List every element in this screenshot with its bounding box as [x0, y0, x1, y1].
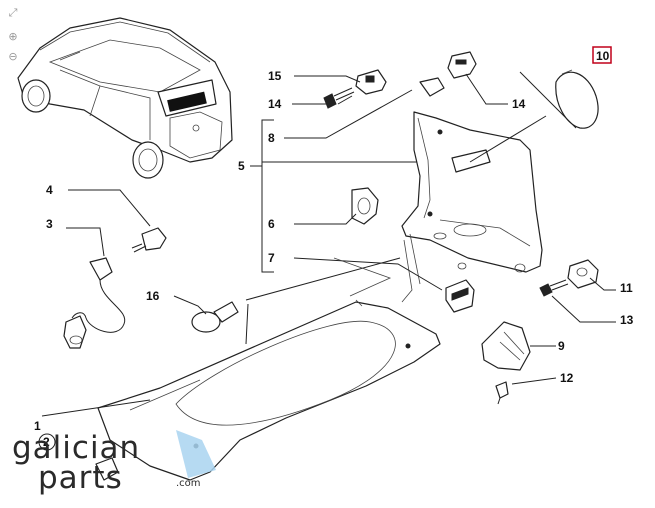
- callout-16: 16: [146, 289, 160, 303]
- callout-12: 12: [560, 371, 574, 385]
- watermark-suffix: .com: [176, 478, 201, 489]
- part-12-screw: 12: [495, 371, 574, 405]
- zoom-out-icon[interactable]: ⊖: [8, 50, 18, 63]
- part-3-lamp-cable: 3: [46, 217, 126, 349]
- bracket-group-5: [250, 119, 420, 273]
- callout-15: 15: [268, 69, 282, 83]
- callout-13: 13: [620, 313, 634, 327]
- callout-10-highlight-box[interactable]: [592, 46, 612, 64]
- car-illustration: [17, 17, 233, 179]
- side-trim-panel: [401, 111, 543, 303]
- part-4-switch: 4: [46, 183, 167, 253]
- part-14-plug-top: 14: [447, 51, 526, 111]
- callout-2: 2: [43, 435, 50, 449]
- part-7-block: 7: [268, 251, 475, 313]
- part-16-push-pin: 16: [146, 289, 239, 333]
- part-13-screw: 13: [539, 279, 634, 327]
- part-14-screw-left: 14: [268, 87, 355, 111]
- callout-10[interactable]: 10: [596, 49, 610, 63]
- callout-1: 1: [34, 419, 41, 433]
- watermark-line1: galician: [12, 430, 140, 466]
- callout-5: 5: [238, 159, 245, 173]
- watermark-line2: parts: [38, 460, 123, 496]
- part-6-clip: 6: [268, 187, 379, 231]
- watermark-logo: galician parts .com: [12, 430, 216, 496]
- callout-3: 3: [46, 217, 53, 231]
- part-11-clip: 11: [567, 259, 633, 295]
- part-8-clip: 8: [268, 77, 445, 145]
- callout-4: 4: [46, 183, 53, 197]
- part-10-cap: 10: [469, 46, 612, 163]
- callout-9: 9: [558, 339, 565, 353]
- part-15-clip: 15: [268, 69, 387, 95]
- zoom-in-icon[interactable]: ⊕: [8, 30, 18, 43]
- callout-8: 8: [268, 131, 275, 145]
- callout-14-top: 14: [512, 97, 526, 111]
- callout-11: 11: [620, 281, 633, 295]
- callout-6: 6: [268, 217, 275, 231]
- part-9-cover: 9: [481, 321, 565, 371]
- callout-14-left: 14: [268, 97, 282, 111]
- bottom-left-callouts: 1 2: [34, 399, 151, 481]
- callout-7: 7: [268, 251, 275, 265]
- expand-icon[interactable]: ⤢: [8, 6, 18, 19]
